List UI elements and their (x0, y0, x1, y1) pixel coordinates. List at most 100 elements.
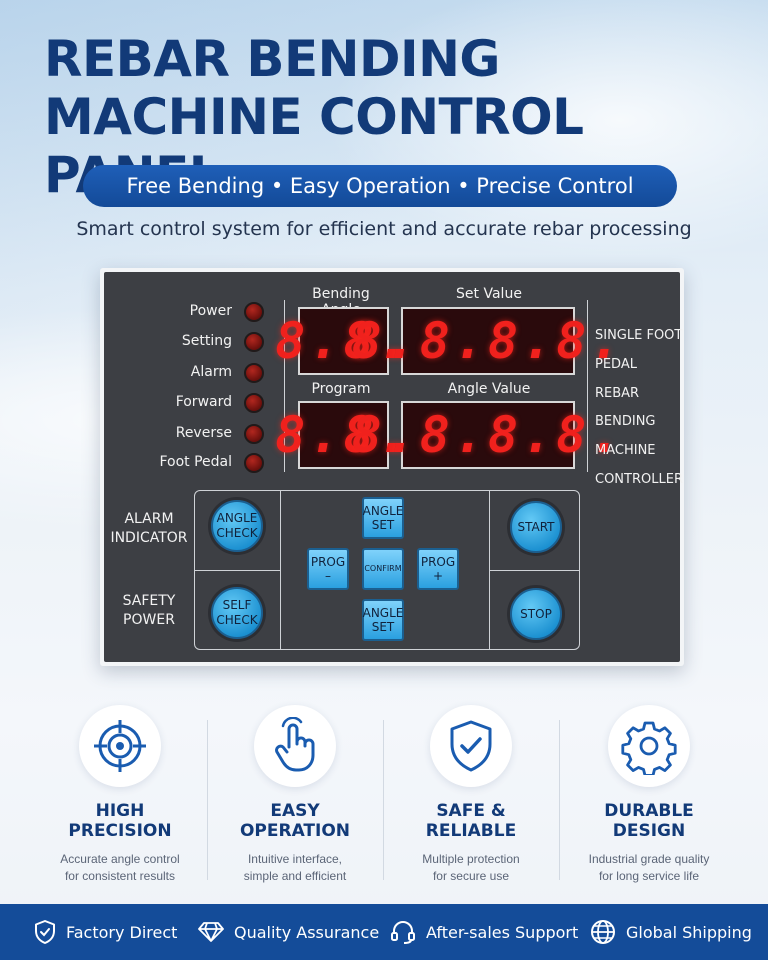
headset-icon (391, 921, 415, 944)
btn-line: SET (371, 620, 395, 634)
feature-icon-circle (430, 705, 512, 787)
globe-icon (591, 920, 615, 944)
led-label: Setting (181, 333, 232, 349)
feature-icon-circle (608, 705, 690, 787)
feature-icon-circle (79, 705, 161, 787)
feature-safe-reliable: SAFE &RELIABLE Multiple protection for se… (383, 705, 559, 885)
feature-desc: Intuitive interface,simple and efficient (207, 851, 383, 885)
title-line-2: MACHINE CONTROL PANEL (44, 88, 584, 204)
side-text: MACHINE (595, 443, 656, 458)
feature-divider (559, 720, 560, 880)
btn-label: STOP (520, 606, 552, 621)
title-line: PRECISION (68, 821, 172, 841)
led-row-foot-pedal: Foot Pedal (150, 452, 270, 474)
forward-led-icon (244, 393, 264, 413)
btn-line: SET (371, 518, 395, 532)
feature-desc: Accurate angle control for consistent res… (32, 851, 208, 885)
led-label: Foot Pedal (159, 454, 232, 470)
prog-minus-button[interactable]: PROG– (307, 548, 349, 590)
safety-power-label: SAFETY POWER (108, 592, 190, 630)
btn-line: CHECK (216, 526, 258, 540)
led-label: Power (189, 303, 232, 319)
title-line: RELIABLE (425, 821, 517, 841)
confirm-button[interactable]: CONFIRM (362, 548, 404, 590)
program-value: 8.8. (275, 406, 412, 464)
bottom-bar: Factory Direct Quality Assurance After-s… (0, 904, 768, 960)
btn-label: CONFIRM (364, 564, 402, 573)
set-value-value: 8.8.8.8. (351, 312, 625, 370)
bottom-item-global-shipping: Global Shipping (590, 904, 752, 960)
bottom-item-label: Quality Assurance (234, 922, 380, 942)
tagline-pill: Free Bending • Easy Operation • Precise … (83, 165, 677, 207)
set-value-title: Set Value (456, 286, 522, 302)
divider (587, 300, 588, 472)
hand-pointer-icon (275, 717, 315, 772)
desc-line: Accurate angle control (60, 852, 180, 866)
program-title: Program (311, 381, 371, 397)
divider (280, 490, 281, 650)
divider (284, 300, 285, 472)
desc-line: for long service life (598, 869, 700, 883)
led-label: Forward (175, 394, 232, 410)
btn-label: START (517, 519, 555, 534)
feature-icon-circle (254, 705, 336, 787)
desc-line: simple and efficient (243, 869, 347, 883)
prog-plus-button[interactable]: PROG+ (417, 548, 459, 590)
btn-line: – (324, 569, 331, 583)
set-value-display: 8.8.8.8. (352, 307, 620, 375)
divider (194, 570, 280, 571)
led-label: Reverse (175, 425, 232, 441)
desc-line: for secure use (432, 869, 510, 883)
label-line: ALARM (124, 511, 174, 527)
feature-desc: Multiple protection for secure use (383, 851, 559, 885)
bending-angle-value: 8.8. (275, 312, 412, 370)
alarm-led-icon (244, 363, 264, 383)
title-line-1: REBAR BENDING (44, 30, 500, 88)
angle-value-title: Angle Value (447, 381, 531, 397)
bottom-item-after-sales: After-sales Support (390, 904, 578, 960)
side-text: PEDAL (595, 357, 637, 372)
side-text: REBAR (595, 386, 640, 401)
title-line: SAFE & (436, 801, 506, 821)
feature-title: SAFE &RELIABLE (383, 801, 559, 841)
led-row-alarm: Alarm (150, 362, 270, 384)
btn-line: PROG (420, 555, 456, 569)
title-line: HIGH (95, 801, 145, 821)
bending-angle-display: 8.8. (275, 307, 408, 375)
desc-line: Multiple protection (422, 852, 520, 866)
btn-line: + (432, 569, 444, 583)
btn-line: PROG (310, 555, 346, 569)
subtitle: Smart control system for efficient and a… (76, 218, 692, 240)
title-line: OPERATION (239, 821, 351, 841)
alarm-indicator-label: ALARM INDICATOR (108, 510, 190, 548)
led-label: Alarm (190, 364, 232, 380)
program-display: 8.8. (275, 401, 408, 469)
start-button[interactable]: START (510, 501, 562, 553)
shield-check-icon (450, 720, 492, 772)
page-title: REBAR BENDING MACHINE CONTROL PANEL (44, 30, 744, 204)
side-text: CONTROLLER (595, 472, 683, 487)
desc-line: for consistent results (64, 869, 176, 883)
led-row-forward: Forward (150, 392, 270, 414)
led-row-power: Power (150, 301, 270, 323)
btn-line: SELF (222, 598, 252, 612)
foot-pedal-led-icon (244, 453, 264, 473)
bottom-item-label: Global Shipping (626, 922, 752, 942)
side-text: SINGLE FOOT (595, 328, 683, 343)
label-line: POWER (123, 612, 175, 628)
bottom-item-label: After-sales Support (426, 922, 579, 942)
angle-value-value: 8.8.8.8. (351, 406, 625, 464)
stop-button[interactable]: STOP (510, 588, 562, 640)
shield-icon (35, 920, 55, 944)
led-row-setting: Setting (150, 331, 270, 353)
